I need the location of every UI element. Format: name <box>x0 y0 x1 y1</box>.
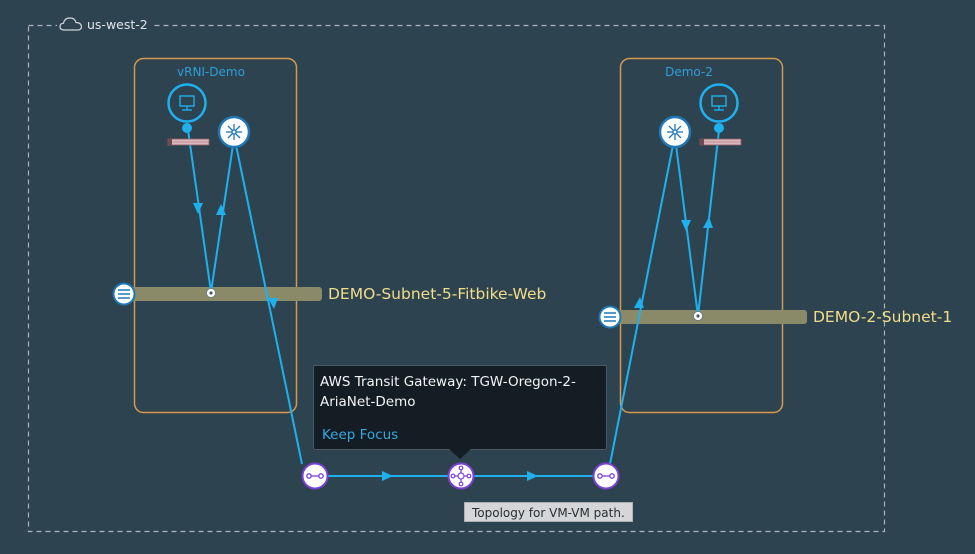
tgw-attachment-node-left[interactable] <box>301 462 329 490</box>
vm-connector-dot <box>182 123 192 133</box>
router-node-left[interactable] <box>217 115 251 149</box>
region-boundary <box>27 24 886 533</box>
vm-node-left[interactable] <box>167 83 207 134</box>
arrow-right-1 <box>382 471 393 481</box>
path-subnet-to-router-left <box>210 144 234 293</box>
subnet-junction-right <box>693 311 703 321</box>
arrow-down-left-1 <box>193 203 203 214</box>
vpc-label-demo-2: Demo-2 <box>665 65 713 79</box>
path-router-to-subnet-right <box>675 144 699 317</box>
router-icon <box>667 124 683 140</box>
subnet-label-left[interactable]: DEMO-Subnet-5-Fitbike-Web <box>328 285 547 303</box>
region-name: us-west-2 <box>87 16 148 32</box>
tooltip-caret <box>449 449 471 459</box>
hover-hint: Topology for VM-VM path. <box>464 502 633 522</box>
keep-focus-link[interactable]: Keep Focus <box>322 427 399 443</box>
tgw-attachment-icon <box>597 473 615 479</box>
router-icon <box>226 124 242 140</box>
arrow-down-right-2 <box>681 220 691 231</box>
arrow-right-2 <box>527 471 538 481</box>
tgw-attachment-node-right[interactable] <box>592 462 620 490</box>
transit-gateway-icon <box>450 465 472 487</box>
subnet-label-right[interactable]: DEMO-2-Subnet-1 <box>813 308 953 326</box>
arrow-up-right-3 <box>703 217 713 228</box>
tgw-attachment-icon <box>306 473 324 479</box>
transit-gateway-node[interactable] <box>447 462 475 490</box>
arrow-up-left-2 <box>216 204 226 215</box>
subnet-band-right[interactable] <box>614 310 807 324</box>
vpc-box-demo-2[interactable] <box>619 57 784 414</box>
vpc-label-vrni-demo: vRNI-Demo <box>177 65 245 79</box>
router-node-right[interactable] <box>658 115 692 149</box>
arrow-up-right-1 <box>634 297 644 308</box>
cloud-icon <box>59 17 83 31</box>
firewall-icon <box>167 138 210 146</box>
vpc-box-vrni-demo[interactable] <box>133 57 298 414</box>
tooltip-title: AWS Transit Gateway: TGW-Oregon-2-AriaNe… <box>320 374 576 410</box>
path-router-to-attachment-left <box>235 144 303 465</box>
monitor-icon <box>179 95 195 111</box>
path-vm-to-subnet-left <box>187 129 212 293</box>
subnet-icon-left[interactable] <box>112 282 136 306</box>
path-arrows <box>193 203 713 481</box>
subnet-junction-left <box>206 288 216 298</box>
region-label: us-west-2 <box>57 14 154 34</box>
firewall-icon <box>699 138 742 146</box>
vm-node-right[interactable] <box>699 83 739 134</box>
transit-gateway-tooltip: AWS Transit Gateway: TGW-Oregon-2-AriaNe… <box>313 365 607 450</box>
monitor-icon <box>711 95 727 111</box>
subnet-band-left[interactable] <box>128 287 322 301</box>
arrow-down-left-3 <box>268 298 278 309</box>
subnet-icon-right[interactable] <box>598 305 622 329</box>
vm-connector-dot <box>714 123 724 133</box>
